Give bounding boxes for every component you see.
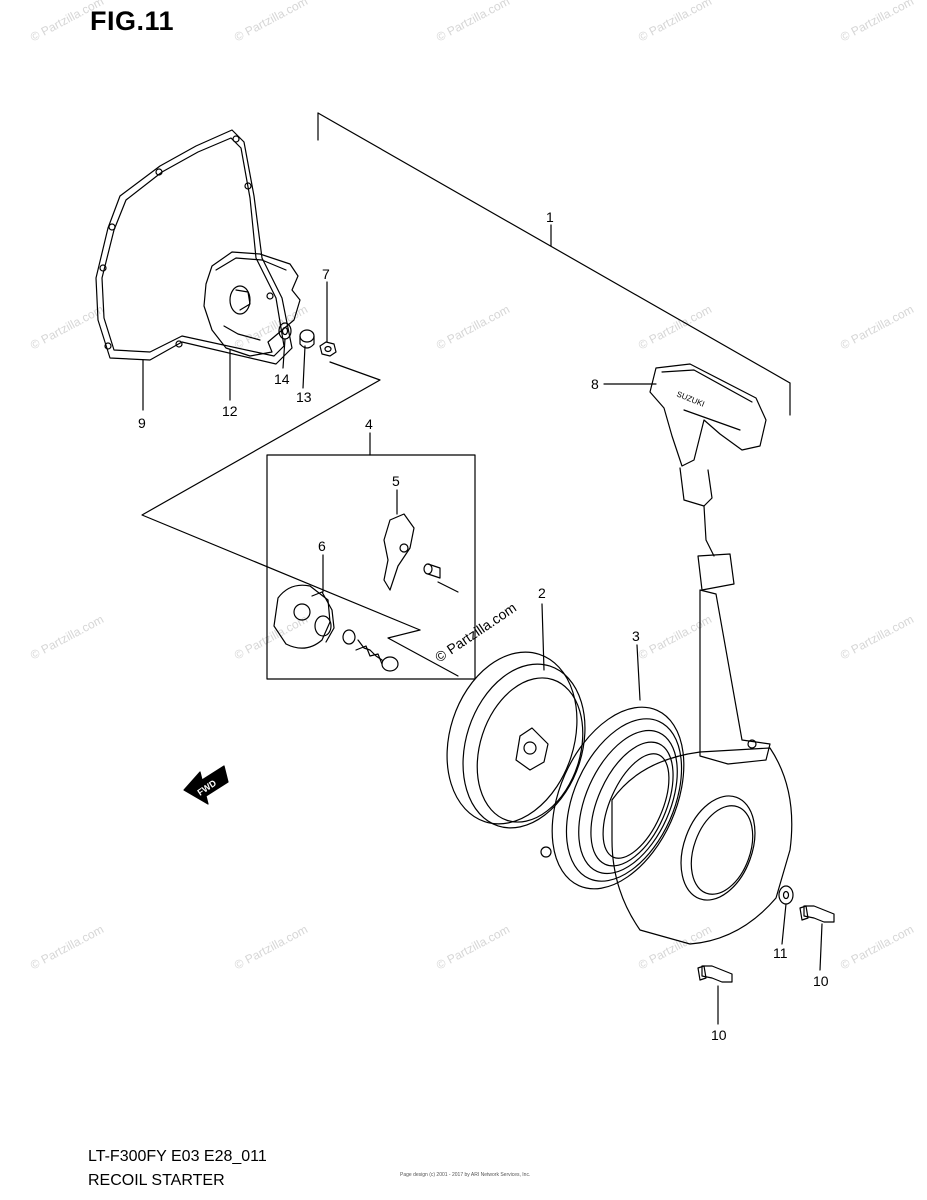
callout-13: 13 (296, 389, 312, 405)
leader-lines (142, 224, 823, 1025)
footer-section-name: RECOIL STARTER (88, 1172, 225, 1189)
pin-part-5 (423, 563, 441, 579)
friction-plate-part-6 (273, 584, 335, 649)
callout-10-bottom: 10 (711, 1027, 727, 1043)
bushing-part-13 (299, 329, 315, 349)
callout-4: 4 (365, 416, 373, 432)
drive-plate-part-12 (203, 251, 301, 357)
spring-parts (342, 629, 399, 672)
callout-11: 11 (773, 945, 788, 961)
forward-arrow-icon (183, 765, 229, 805)
callout-1: 1 (546, 209, 554, 225)
assembly-guide-lines (141, 361, 459, 677)
handle-logo: SUZUKI (675, 390, 706, 409)
callout-6: 6 (318, 538, 326, 554)
callout-14: 14 (274, 371, 290, 387)
starter-housing (611, 589, 793, 945)
gasket-part-9 (95, 129, 293, 365)
washer-part-11 (778, 885, 794, 905)
callout-7: 7 (322, 266, 330, 282)
callout-5: 5 (392, 473, 400, 489)
callout-8: 8 (591, 376, 599, 392)
callout-12: 12 (222, 403, 238, 419)
callout-9: 9 (138, 415, 146, 431)
bolt-part-10 (799, 905, 835, 923)
callout-2: 2 (538, 585, 546, 601)
footer-model-code: LT-F300FY E03 E28_011 (88, 1148, 267, 1165)
reel-part-2 (446, 651, 586, 829)
nut-part-7 (319, 341, 337, 357)
pawl-part-5 (383, 513, 415, 591)
figure-title: FIG.11 (90, 6, 175, 36)
callout-10-right: 10 (813, 973, 829, 989)
kit-box-part-4 (266, 454, 476, 680)
callout-3: 3 (632, 628, 640, 644)
handle-part-8 (649, 363, 767, 591)
assembly-bracket (317, 112, 791, 416)
footer-copyright: Page design (c) 2001 - 2017 by ARI Netwo… (400, 1172, 531, 1178)
bolt-part-10 (697, 965, 733, 983)
